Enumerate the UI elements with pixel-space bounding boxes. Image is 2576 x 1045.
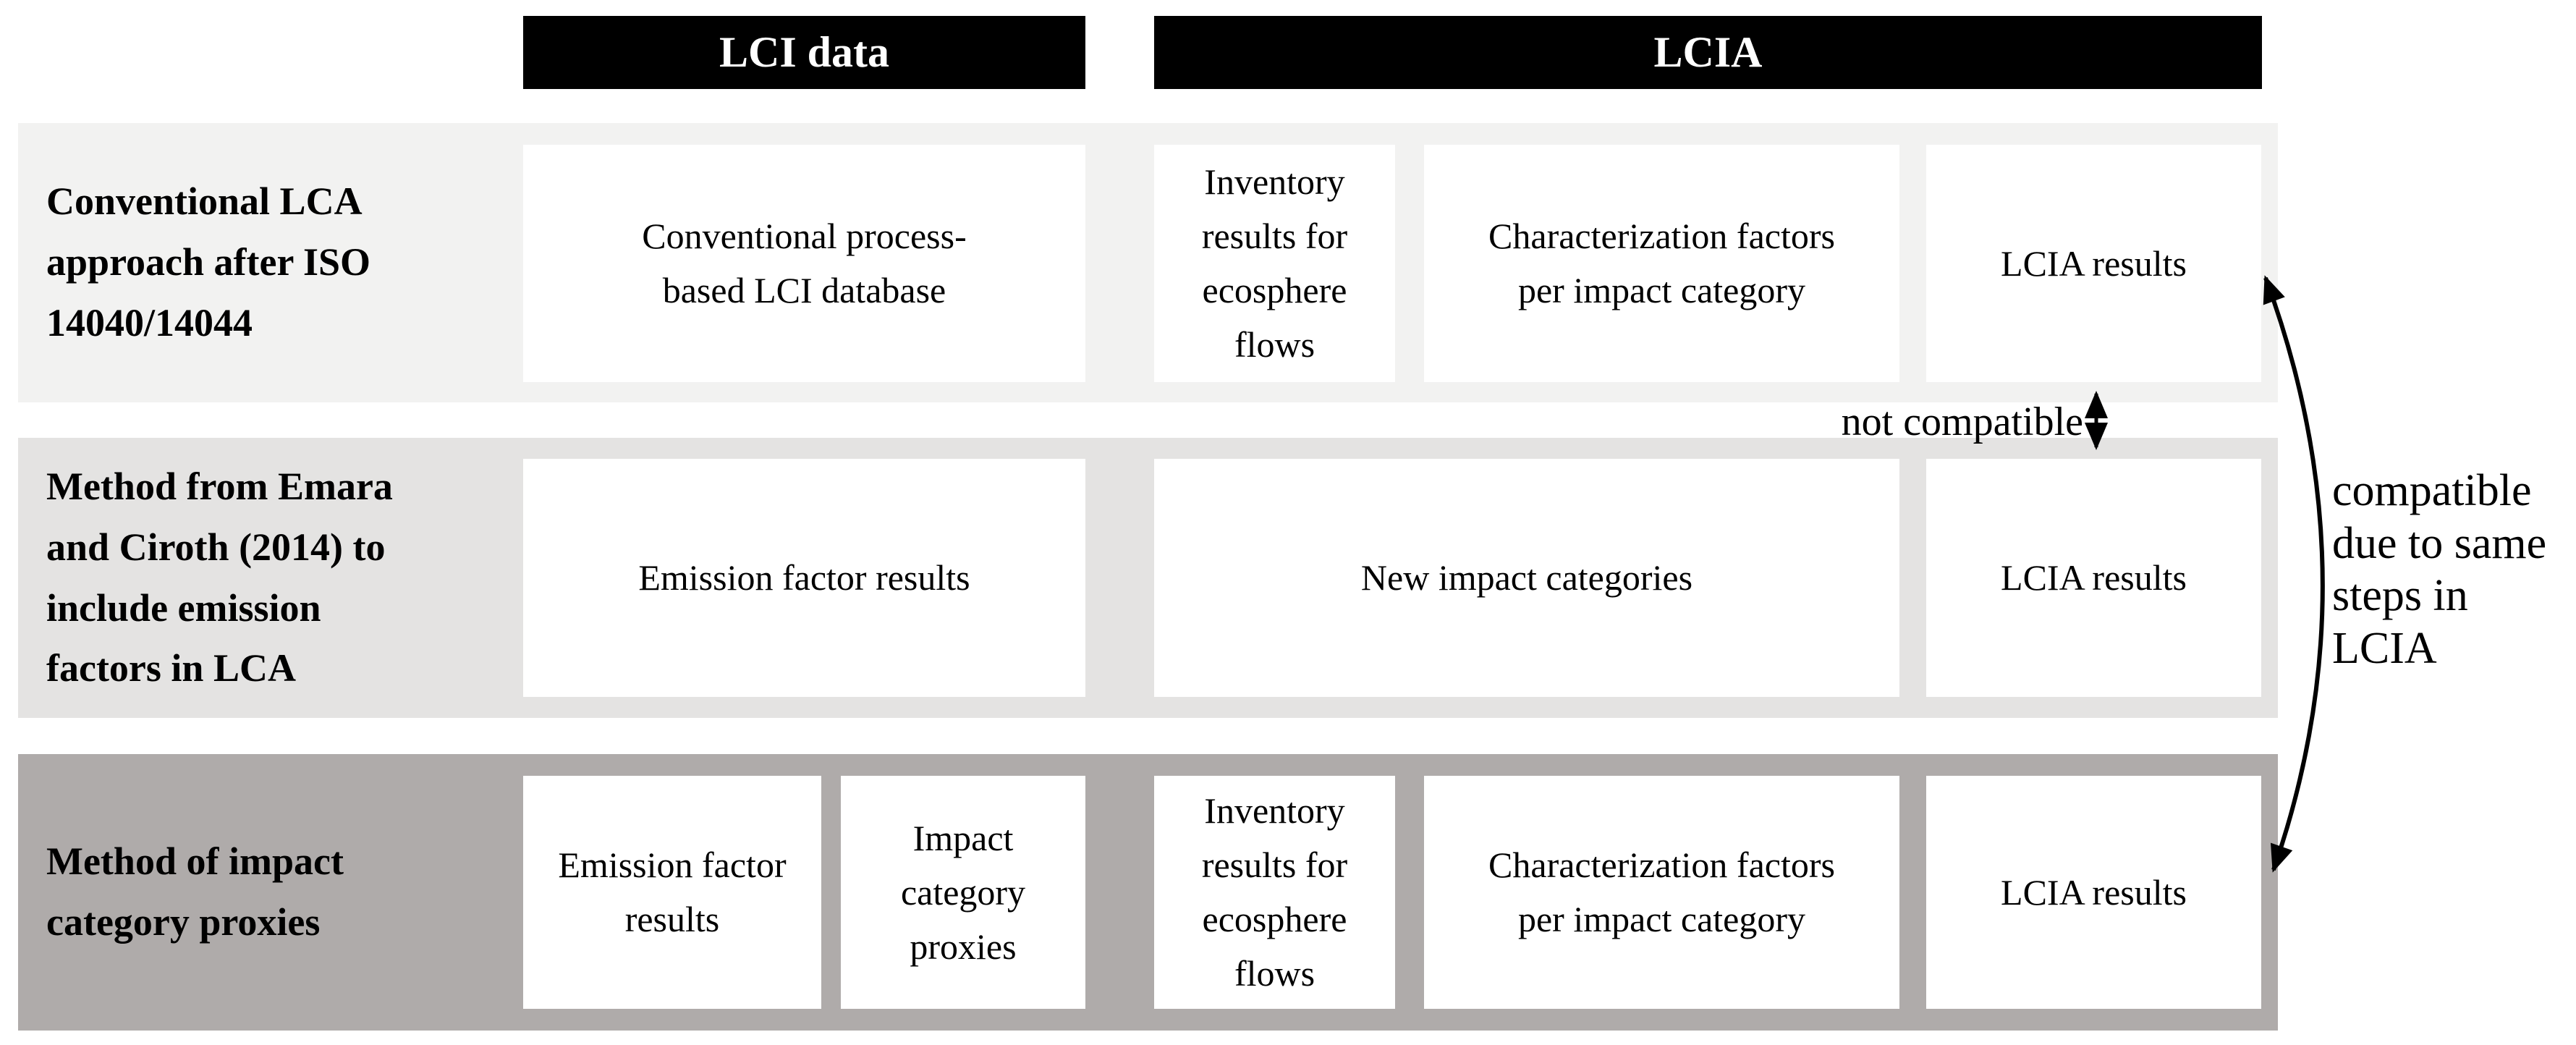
box-emission-factor-results-row3: Emission factor results: [523, 776, 821, 1009]
row-label-impact-category-proxies: Method of impact category proxies: [46, 839, 344, 944]
header-lci-data: LCI data: [523, 16, 1085, 89]
box-characterization-factors-row3: Characterization factors per impact cate…: [1424, 776, 1899, 1009]
box-lcia-results-row3: LCIA results: [1926, 776, 2261, 1009]
box-characterization-factors-row1: Characterization factors per impact cate…: [1424, 145, 1899, 382]
row-label-emara-ciroth-method: Method from Emara and Ciroth (2014) to i…: [46, 465, 393, 690]
annotation-compatible-due-to-same-steps: compatible due to same steps in LCIA: [2332, 466, 2547, 673]
box-impact-category-proxies: Impact category proxies: [841, 776, 1085, 1009]
row-band-conventional-lca: [18, 123, 2278, 402]
row-band-emara-ciroth-method: [18, 438, 2278, 718]
header-lcia: LCIA: [1154, 16, 2262, 89]
box-emission-factor-results-row2: Emission factor results: [523, 459, 1085, 697]
box-inventory-results-ecosphere-flows-row1: Inventory results for ecosphere flows: [1154, 145, 1395, 382]
row-label-conventional-lca: Conventional LCA approach after ISO 1404…: [46, 179, 371, 344]
box-lcia-results-row2: LCIA results: [1926, 459, 2261, 697]
box-conventional-lci-database: Conventional process-based LCI database: [523, 145, 1085, 382]
annotation-not-compatible: not compatible: [1841, 399, 2083, 444]
box-new-impact-categories: New impact categories: [1154, 459, 1899, 697]
row-band-impact-category-proxies: [18, 754, 2278, 1031]
box-lcia-results-row1: LCIA results: [1926, 145, 2261, 382]
box-inventory-results-ecosphere-flows-row3: Inventory results for ecosphere flows: [1154, 776, 1395, 1009]
